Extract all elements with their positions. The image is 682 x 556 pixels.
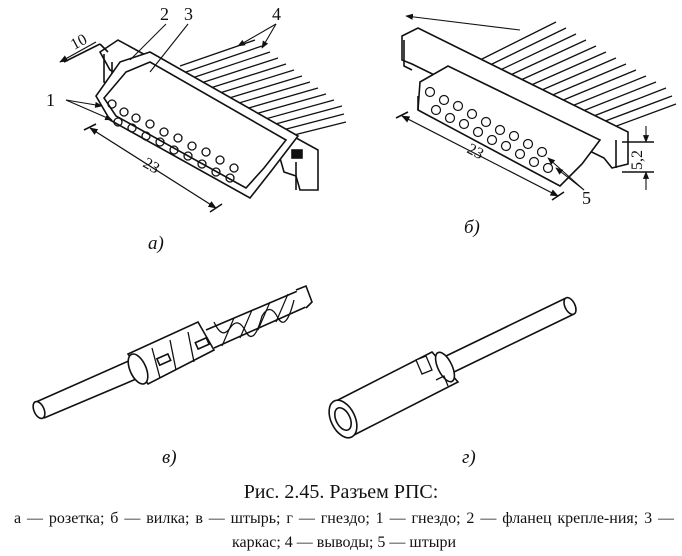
panel-a-dim-length: 23 [140,155,162,178]
panel-a-socket [59,23,347,213]
callout-4: 4 [272,4,281,24]
callout-1: 1 [46,90,55,110]
callout-5: 5 [582,188,591,208]
panel-b-dim-length: 23 [464,141,486,164]
connector-figure: 10 23 1 2 3 4 а) [32,4,677,468]
panel-b-sublabel: б) [464,217,480,238]
panel-v-twisted-wire [205,289,309,349]
figure-title: Рис. 2.45. Разъем РПС: [243,481,439,503]
panel-g-socket-contact [328,296,577,439]
panel-g-sublabel: г) [462,447,476,468]
panel-b-plug [395,13,677,201]
panel-b-dim-height: 5,2 [629,150,646,170]
panel-v-sublabel: в) [162,447,177,468]
panel-a-dim-width: 10 [68,31,90,54]
panel-v-pin [32,284,313,420]
callout-2: 2 [160,4,169,24]
panel-a-sublabel: а) [148,233,164,254]
panel-a-body [95,51,300,200]
figure-legend: а — розетка; б — вилка; в — штырь; г — г… [14,510,674,551]
callout-3: 3 [184,4,193,24]
